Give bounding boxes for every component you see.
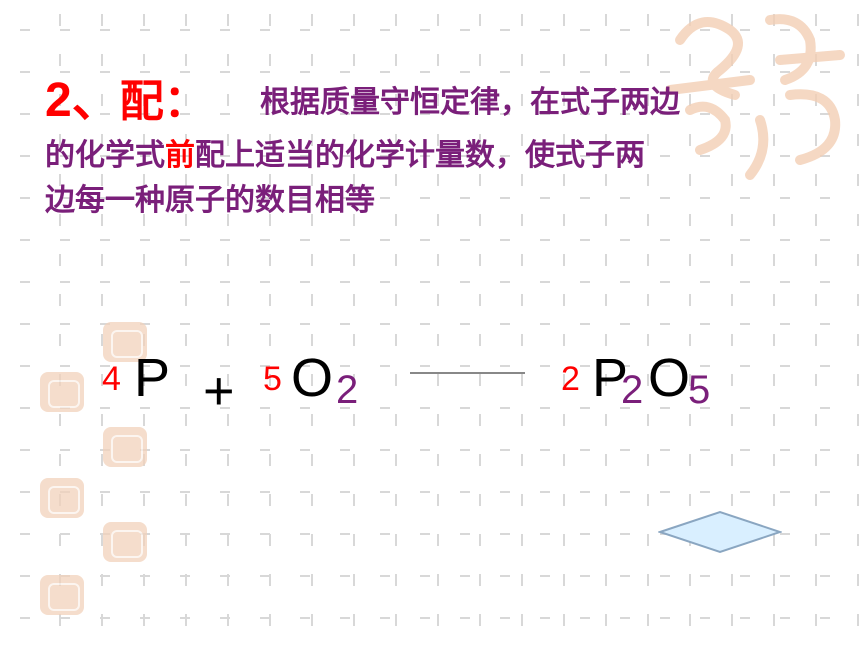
description-line-1: 根据质量守恒定律，在式子两边 [260, 85, 680, 120]
highlight-text: 前 [165, 138, 195, 173]
coefficient-p: 4 [102, 360, 121, 398]
plus-sign: + [203, 361, 235, 421]
description-text: 配上适当的化学计量数，使式子两 [195, 138, 645, 173]
symbol-p: P [134, 348, 171, 408]
decorative-seal-icon [40, 478, 84, 518]
step-number: 2、 [45, 74, 120, 127]
symbol-o: O [291, 348, 334, 408]
slide-heading: 2、配： [45, 60, 825, 130]
symbol-p-product: P [592, 348, 629, 408]
description-text: 的化学式 [45, 138, 165, 173]
step-heading: 配： [119, 76, 208, 127]
diamond-nav-icon[interactable] [658, 510, 782, 554]
coefficient-o2: 5 [263, 360, 282, 398]
decorative-seal-icon [103, 322, 147, 362]
symbol-o-product: O [648, 348, 691, 408]
reaction-line [410, 372, 525, 374]
decorative-seal-icon [103, 522, 147, 562]
description-line-2: 的化学式前配上适当的化学计量数，使式子两 [45, 130, 645, 174]
subscript-o: 2 [336, 368, 359, 412]
description-line-3: 边每一种原子的数目相等 [45, 183, 375, 218]
decorative-seal-icon [40, 372, 84, 412]
subscript-o-product: 5 [688, 368, 711, 412]
coefficient-p2o5: 2 [561, 360, 580, 398]
decorative-seal-icon [103, 427, 147, 467]
subscript-p: 2 [621, 368, 644, 412]
decorative-seal-icon [40, 575, 84, 615]
decorative-seal-icon [665, 14, 845, 180]
